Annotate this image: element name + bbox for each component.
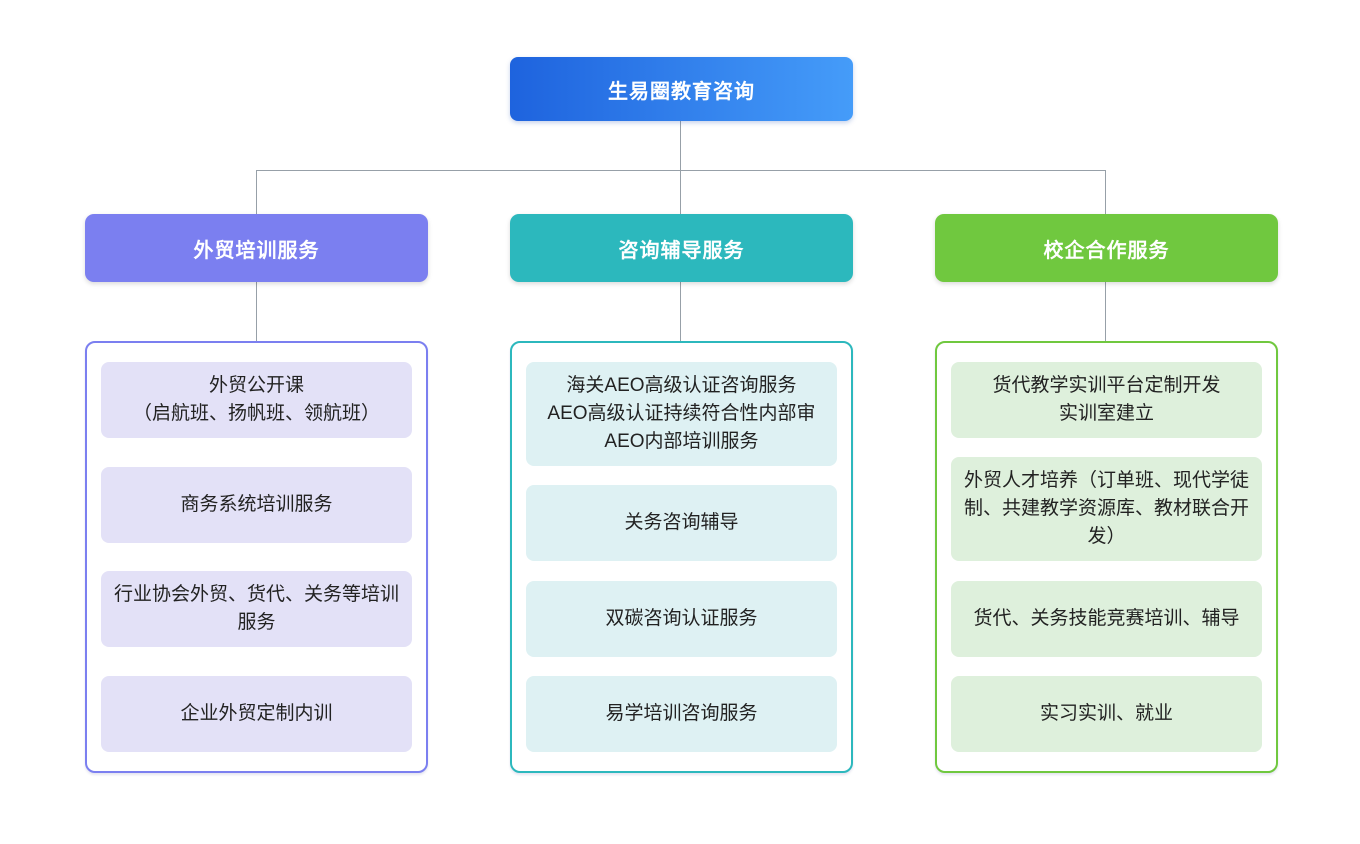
service-item-label: 企业外贸定制内训 <box>180 702 333 724</box>
connector-branch2-panel <box>680 282 681 342</box>
service-item-label: 海关AEO高级认证咨询服务 AEO高级认证持续符合性内部审 AEO内部培训服务 <box>547 375 816 452</box>
service-item-label: 关务咨询辅导 <box>624 512 739 534</box>
branch-panel-school-enterprise: 货代教学实训平台定制开发 实训室建立 外贸人才培养（订单班、现代学徒制、共建教学… <box>935 341 1278 773</box>
service-item: 关务咨询辅导 <box>526 485 837 562</box>
connector-branch3-top <box>1105 170 1106 215</box>
branch-header-label: 咨询辅导服务 <box>618 239 745 262</box>
service-item-label: 商务系统培训服务 <box>180 493 333 515</box>
service-item-label: 易学培训咨询服务 <box>605 702 758 724</box>
root-node: 生易圈教育咨询 <box>510 57 853 121</box>
branch-header-label: 外贸培训服务 <box>193 239 320 262</box>
branch-trade-training: 外贸培训服务 外贸公开课 （启航班、扬帆班、领航班） 商务系统培训服务 行业协会… <box>85 214 428 773</box>
service-item-label: 双碳咨询认证服务 <box>605 607 758 629</box>
service-item-label: 货代、关务技能竞赛培训、辅导 <box>973 607 1240 629</box>
branch-consulting: 咨询辅导服务 海关AEO高级认证咨询服务 AEO高级认证持续符合性内部审 AEO… <box>510 214 853 773</box>
service-item: 货代教学实训平台定制开发 实训室建立 <box>951 362 1262 438</box>
connector-branch1-panel <box>256 282 257 342</box>
service-item-label: 行业协会外贸、货代、关务等培训服务 <box>113 584 399 634</box>
service-item: 易学培训咨询服务 <box>526 675 837 752</box>
service-item-label: 外贸人才培养（订单班、现代学徒制、共建教学资源库、教材联合开发） <box>963 470 1249 548</box>
service-item: 外贸人才培养（订单班、现代学徒制、共建教学资源库、教材联合开发） <box>951 457 1262 562</box>
branch-header-school-enterprise: 校企合作服务 <box>935 214 1278 282</box>
service-item: 双碳咨询认证服务 <box>526 580 837 657</box>
connector-horizontal <box>256 170 1106 171</box>
connector-branch2-top <box>680 170 681 215</box>
branch-panel-consulting: 海关AEO高级认证咨询服务 AEO高级认证持续符合性内部审 AEO内部培训服务 … <box>510 341 853 773</box>
service-item: 商务系统培训服务 <box>101 466 412 543</box>
service-item: 实习实训、就业 <box>951 675 1262 752</box>
branch-panel-trade-training: 外贸公开课 （启航班、扬帆班、领航班） 商务系统培训服务 行业协会外贸、货代、关… <box>85 341 428 773</box>
root-node-label: 生易圈教育咨询 <box>608 80 755 103</box>
branch-header-trade-training: 外贸培训服务 <box>85 214 428 282</box>
branch-header-label: 校企合作服务 <box>1043 239 1170 262</box>
branch-school-enterprise: 校企合作服务 货代教学实训平台定制开发 实训室建立 外贸人才培养（订单班、现代学… <box>935 214 1278 773</box>
service-item-label: 实习实训、就业 <box>1039 702 1173 724</box>
connector-branch1-top <box>256 170 257 215</box>
service-item: 货代、关务技能竞赛培训、辅导 <box>951 580 1262 657</box>
branch-header-consulting: 咨询辅导服务 <box>510 214 853 282</box>
service-item: 行业协会外贸、货代、关务等培训服务 <box>101 571 412 648</box>
service-item-label: 货代教学实训平台定制开发 实训室建立 <box>992 375 1221 424</box>
service-item: 企业外贸定制内训 <box>101 675 412 752</box>
service-item: 海关AEO高级认证咨询服务 AEO高级认证持续符合性内部审 AEO内部培训服务 <box>526 362 837 466</box>
service-item-label: 外贸公开课 （启航班、扬帆班、领航班） <box>132 375 380 424</box>
service-item: 外贸公开课 （启航班、扬帆班、领航班） <box>101 362 412 438</box>
connector-branch3-panel <box>1105 282 1106 342</box>
connector-root-down <box>680 121 681 171</box>
